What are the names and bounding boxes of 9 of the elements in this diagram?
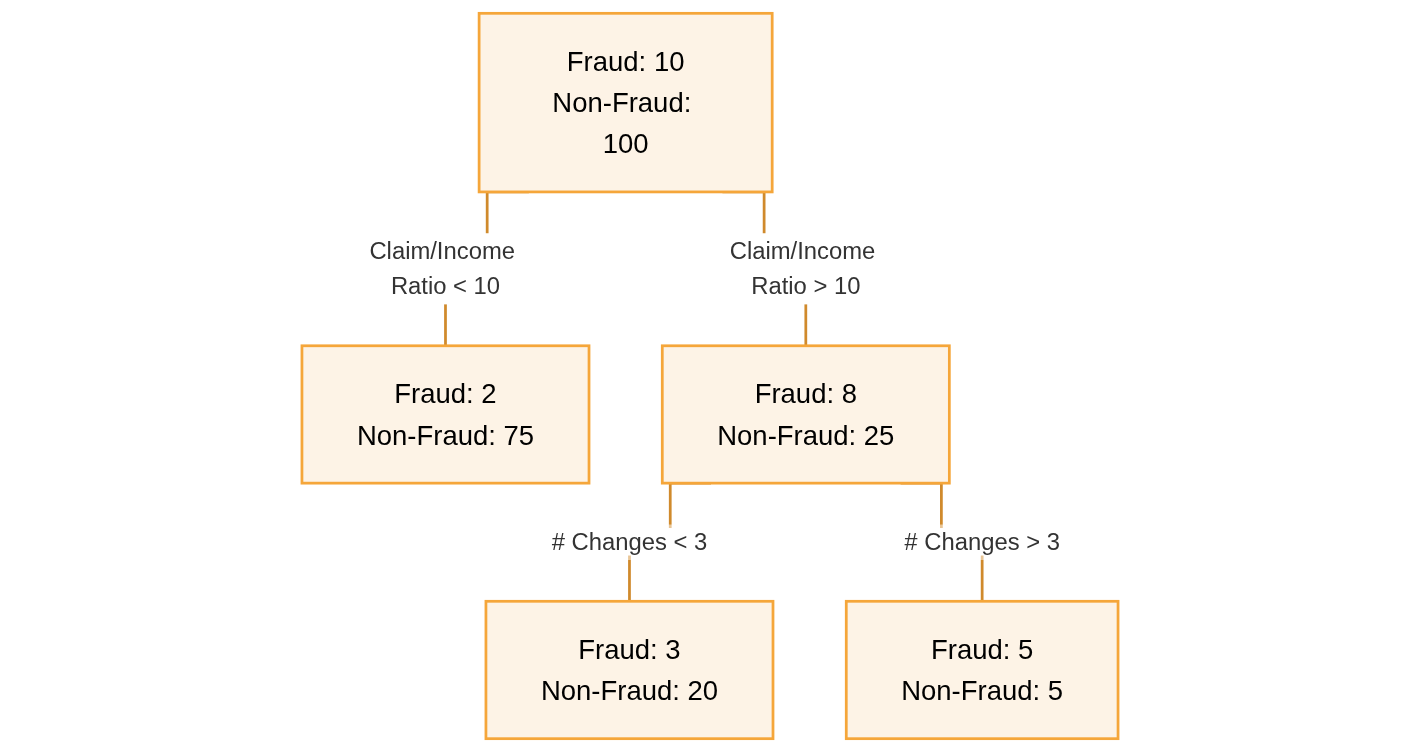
node-box: Fraud: 3 Non-Fraud: 20 bbox=[484, 599, 775, 741]
node-box: Fraud: 8 Non-Fraud: 25 bbox=[660, 344, 951, 485]
edge-label: Claim/Income Ratio < 10 bbox=[369, 236, 515, 300]
edge-label: Claim/Income Ratio > 10 bbox=[729, 236, 876, 300]
node-box: Fraud: 5 Non-Fraud: 5 bbox=[844, 599, 1120, 741]
edge-label: # Changes > 3 bbox=[904, 528, 1060, 556]
node-box: Fraud: 10 Non-Fraud: 100 bbox=[477, 11, 774, 194]
node-box: Fraud: 2 Non-Fraud: 75 bbox=[300, 344, 591, 485]
edge-label: # Changes < 3 bbox=[551, 528, 708, 556]
